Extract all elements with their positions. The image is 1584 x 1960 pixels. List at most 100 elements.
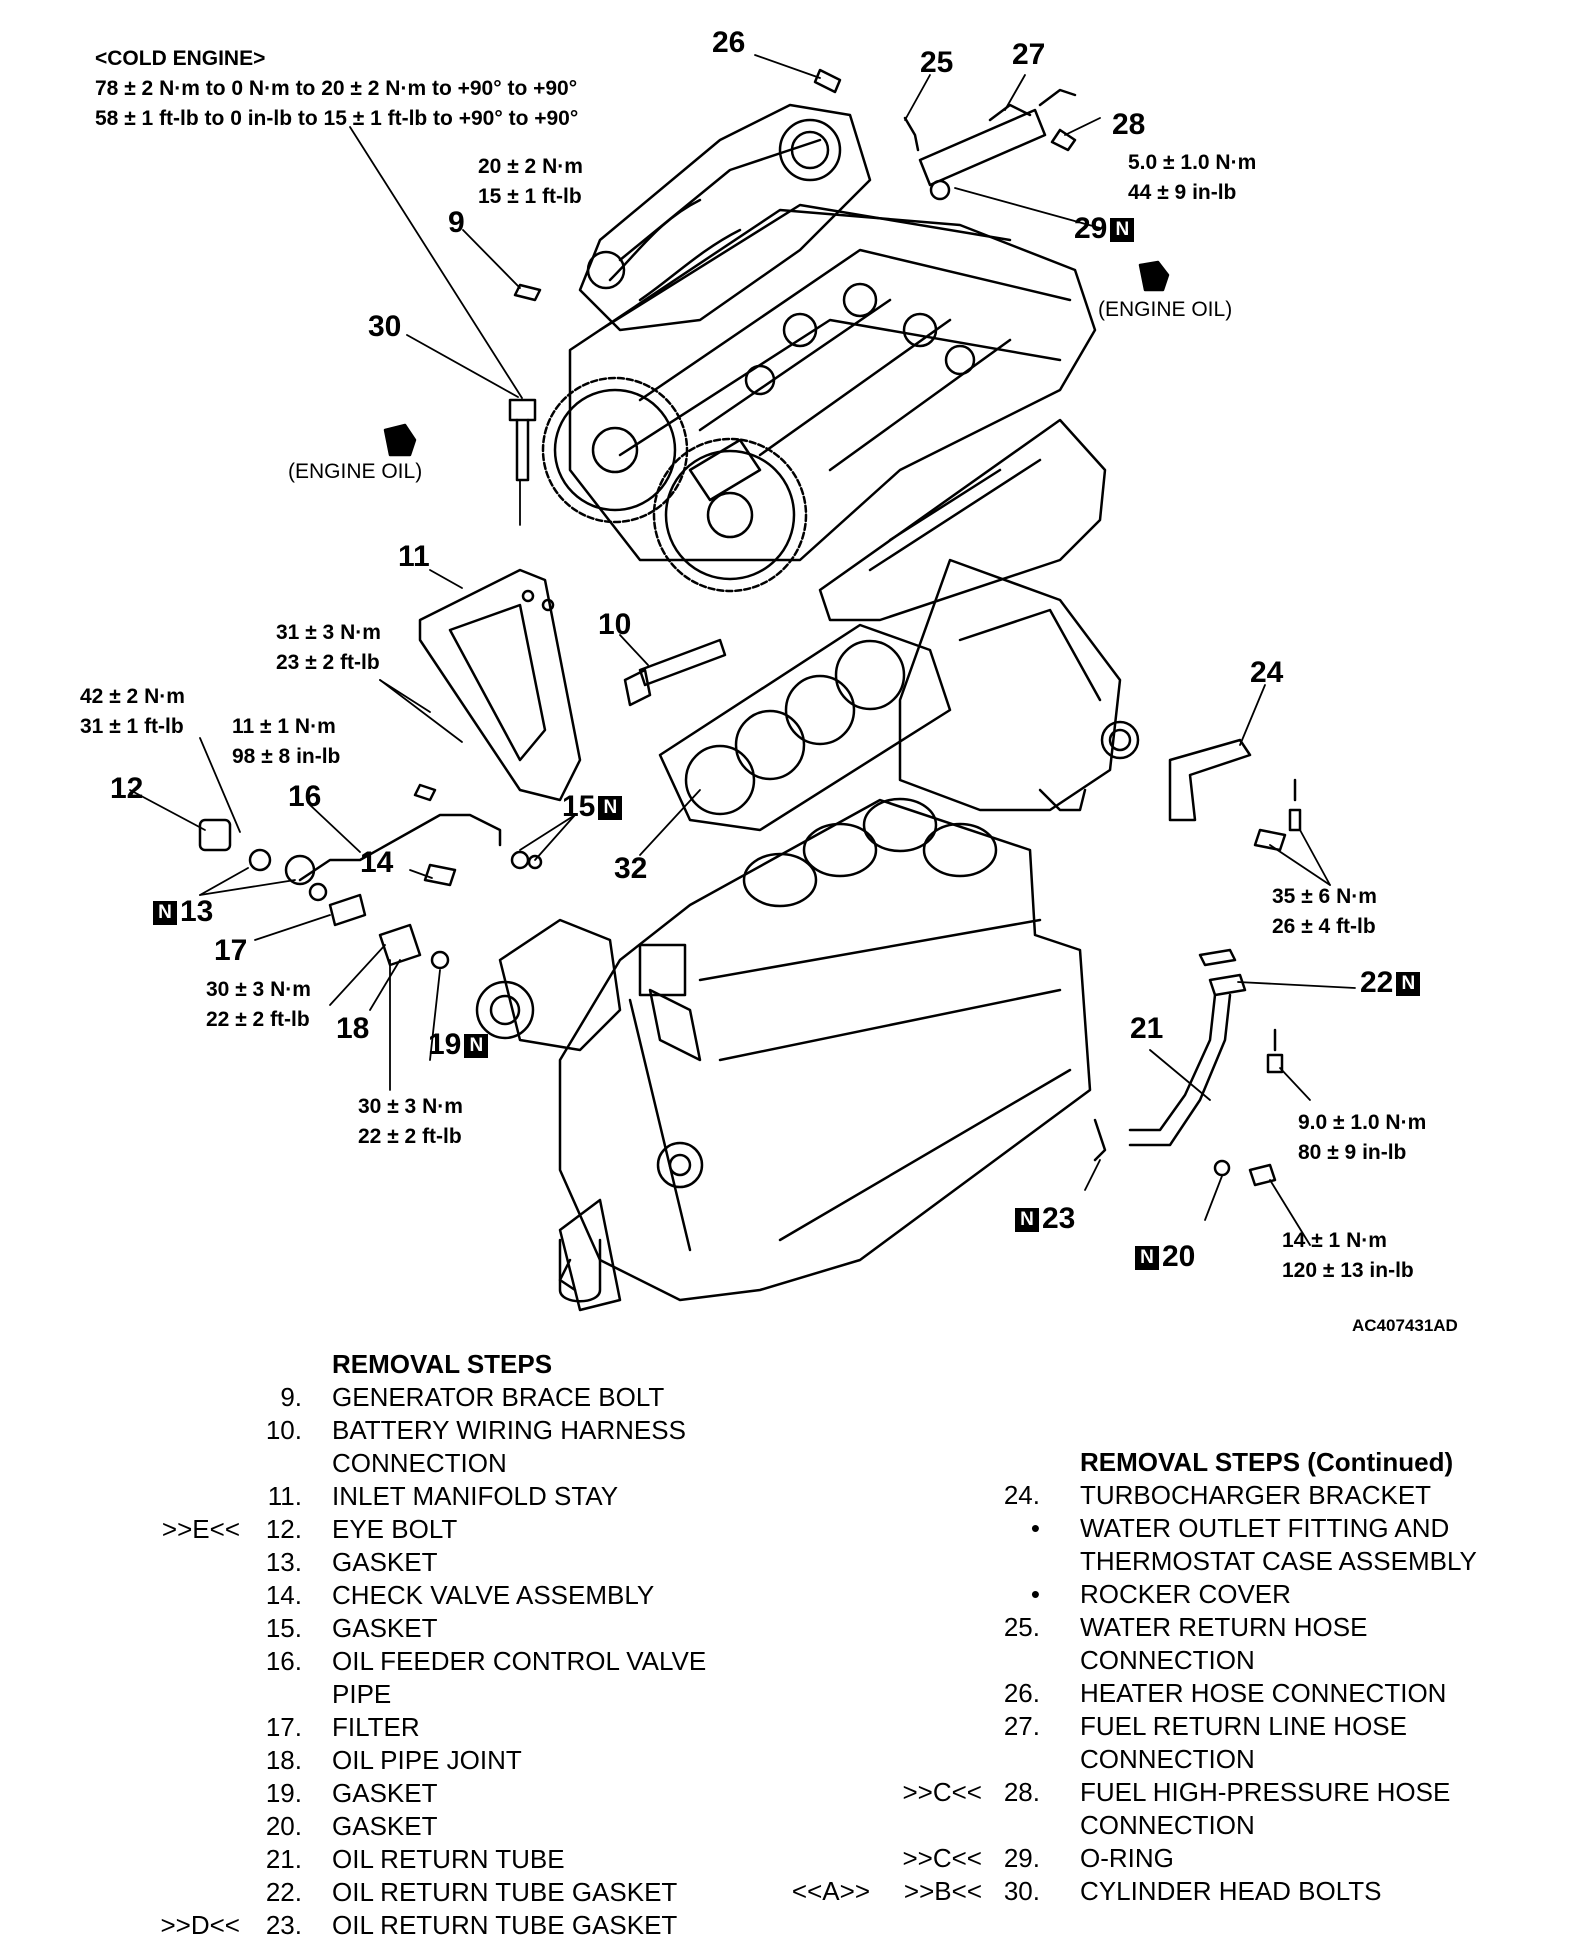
cam-sprockets bbox=[541, 376, 808, 593]
step-text: GENERATOR BRACE BOLT bbox=[332, 1382, 665, 1412]
cylinder-head bbox=[568, 203, 1097, 562]
fuel-rail bbox=[918, 108, 1047, 201]
step-row: •WATER OUTLET FITTING AND bbox=[780, 1512, 1580, 1545]
step-number: 13. bbox=[265, 1547, 302, 1577]
step-number: 11. bbox=[267, 1481, 302, 1511]
step-text: CYLINDER HEAD BOLTS bbox=[1080, 1876, 1382, 1906]
torque-20-imperial: 120 ± 13 in-lb bbox=[1282, 1259, 1414, 1282]
torque-12-imperial: 31 ± 1 ft-lb bbox=[80, 715, 184, 738]
step-number: 30. bbox=[1003, 1876, 1040, 1906]
step-row: 11. INLET MANIFOLD STAY bbox=[140, 1480, 760, 1513]
step-text: EYE BOLT bbox=[332, 1514, 458, 1544]
step-row: 27.FUEL RETURN LINE HOSE bbox=[780, 1710, 1580, 1743]
callout-18: 18 bbox=[336, 1012, 370, 1045]
cold-engine-torque-imperial: 58 ± 1 ft-lb to 0 in-lb to 15 ± 1 ft-lb … bbox=[95, 107, 579, 130]
step-number: 27. bbox=[1003, 1711, 1040, 1741]
step-text: OIL RETURN TUBE GASKET bbox=[332, 1877, 678, 1907]
engine-oil-label-right: (ENGINE OIL) bbox=[1098, 298, 1233, 321]
engine-oil-label-left: (ENGINE OIL) bbox=[288, 460, 423, 483]
callout-17: 17 bbox=[214, 934, 248, 967]
step-number: • bbox=[1030, 1513, 1040, 1543]
step-row: CONNECTION bbox=[140, 1447, 760, 1480]
cold-engine-torque-metric: 78 ± 2 N·m to 0 N·m to 20 ± 2 N·m to +90… bbox=[95, 77, 578, 100]
step-text: OIL RETURN TUBE GASKET bbox=[332, 1910, 678, 1940]
step-row: 9. GENERATOR BRACE BOLT bbox=[140, 1381, 760, 1414]
torque-28-metric: 5.0 ± 1.0 N·m bbox=[1128, 151, 1257, 174]
step-row: CONNECTION bbox=[780, 1809, 1580, 1842]
step-text: HEATER HOSE CONNECTION bbox=[1080, 1678, 1447, 1708]
step-text: OIL RETURN TUBE bbox=[332, 1844, 565, 1874]
step-text: PIPE bbox=[332, 1679, 392, 1709]
step-number: 17. bbox=[265, 1712, 302, 1742]
step-number: 16. bbox=[265, 1646, 302, 1676]
step-text: INLET MANIFOLD STAY bbox=[332, 1481, 619, 1511]
step-number: 22. bbox=[265, 1877, 302, 1907]
step-reference-mark-2: >>B<< bbox=[903, 1876, 982, 1906]
step-row: • ROCKER COVER bbox=[780, 1578, 1580, 1611]
step-row: 17.FILTER bbox=[140, 1711, 760, 1744]
step-number: 29. bbox=[1003, 1843, 1040, 1873]
step-row: 10.BATTERY WIRING HARNESS bbox=[140, 1414, 760, 1447]
callout-24: 24 bbox=[1250, 656, 1284, 689]
step-row: 24.TURBOCHARGER BRACKET bbox=[780, 1479, 1580, 1512]
step-row: PIPE bbox=[140, 1678, 760, 1711]
step-number: 25. bbox=[1003, 1612, 1040, 1642]
step-number: 9. bbox=[280, 1382, 302, 1412]
removal-steps-continued-heading: REMOVAL STEPS (Continued) bbox=[1080, 1447, 1454, 1477]
step-text: OIL FEEDER CONTROL VALVE bbox=[332, 1646, 707, 1676]
new-part-mark: N bbox=[1110, 218, 1135, 243]
front-accessories bbox=[475, 918, 622, 1312]
callout-28: 28 bbox=[1112, 108, 1146, 141]
step-number: 28. bbox=[1003, 1777, 1040, 1807]
step-number: 12. bbox=[265, 1514, 302, 1544]
oil-return-tube bbox=[1093, 948, 1284, 1187]
callout-12: 12 bbox=[110, 772, 144, 805]
step-row: CONNECTION bbox=[780, 1644, 1580, 1677]
step-reference-mark-1: <<A>> bbox=[791, 1876, 870, 1906]
step-row: CONNECTION bbox=[780, 1743, 1580, 1776]
torque-28-imperial: 44 ± 9 in-lb bbox=[1128, 181, 1237, 204]
step-row: 15. GASKET bbox=[140, 1612, 760, 1645]
callout-11: 11 bbox=[398, 540, 430, 573]
torque-24-imperial: 26 ± 4 ft-lb bbox=[1272, 915, 1376, 938]
step-row: 26.HEATER HOSE CONNECTION bbox=[780, 1677, 1580, 1710]
callout-9: 9 bbox=[448, 206, 465, 239]
callout-21: 21 bbox=[1130, 1012, 1164, 1045]
step-text: BATTERY WIRING HARNESS bbox=[332, 1415, 686, 1445]
torque-12-metric: 42 ± 2 N·m bbox=[80, 685, 185, 708]
torque-18-imperial: 22 ± 2 ft-lb bbox=[358, 1125, 462, 1148]
removal-steps-continued-list: REMOVAL STEPS (Continued) 24.TURBOCHARGE… bbox=[780, 1446, 1580, 1908]
leader-lines bbox=[129, 54, 1356, 1246]
step-row: >>D<<23.OIL RETURN TUBE GASKET bbox=[140, 1909, 760, 1942]
step-text: ROCKER COVER bbox=[1080, 1579, 1291, 1609]
torque-16-imperial: 98 ± 8 in-lb bbox=[232, 745, 341, 768]
step-text: GASKET bbox=[332, 1778, 438, 1808]
callout-26: 26 bbox=[712, 26, 746, 59]
step-number: 19. bbox=[265, 1778, 302, 1808]
cylinder-block bbox=[558, 797, 1092, 1302]
step-row: >>C<<28.FUEL HIGH-PRESSURE HOSE bbox=[780, 1776, 1580, 1809]
step-text: THERMOSTAT CASE ASSEMBLY bbox=[1080, 1546, 1477, 1576]
step-number: 14. bbox=[265, 1580, 302, 1610]
engine-oil-icon bbox=[383, 260, 1170, 457]
torque-21-imperial: 80 ± 9 in-lb bbox=[1298, 1141, 1407, 1164]
torque-18-metric: 30 ± 3 N·m bbox=[358, 1095, 463, 1118]
step-text: GASKET bbox=[332, 1613, 438, 1643]
figure-code: AC407431AD bbox=[1352, 1316, 1458, 1335]
step-reference-mark: >>E<< bbox=[161, 1514, 240, 1544]
step-row: <<A>> >>B<< 30. CYLINDER HEAD BOLTS bbox=[780, 1875, 1580, 1908]
torque-16-metric: 11 ± 1 N·m bbox=[232, 715, 336, 738]
cold-engine-title: <COLD ENGINE> bbox=[95, 47, 266, 70]
oil-feeder-pipe bbox=[198, 783, 543, 970]
step-number: 15. bbox=[265, 1613, 302, 1643]
step-text: CHECK VALVE ASSEMBLY bbox=[332, 1580, 655, 1610]
oil-filter bbox=[558, 1238, 602, 1303]
step-text: OIL PIPE JOINT bbox=[332, 1745, 522, 1775]
head-bolt bbox=[508, 283, 542, 482]
torque-9-imperial: 15 ± 1 ft-lb bbox=[478, 185, 582, 208]
step-number: 23. bbox=[265, 1910, 302, 1940]
